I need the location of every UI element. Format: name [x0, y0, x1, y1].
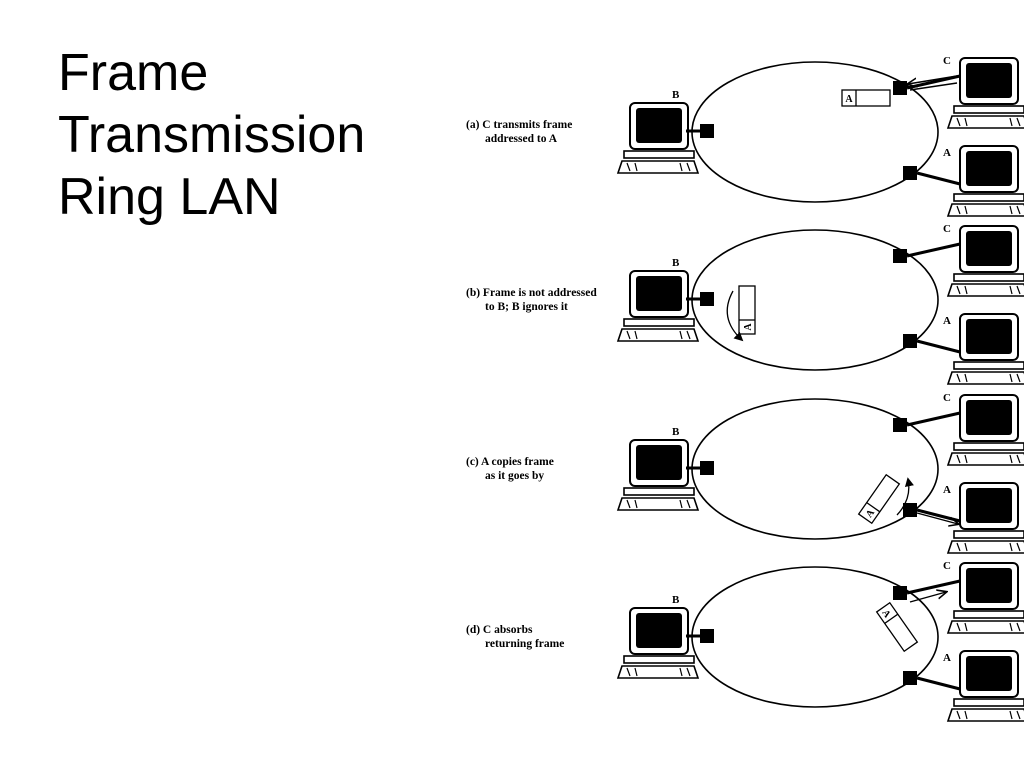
repeater-c: [893, 586, 907, 600]
station-b-computer: [617, 102, 699, 174]
panel-caption-line: (d) C absorbs: [466, 624, 533, 636]
station-c-label: C: [943, 560, 951, 572]
station-a-computer: [947, 482, 1024, 554]
absorb-arrow: [909, 592, 946, 603]
panel-caption-line: to B; B ignores it: [485, 301, 568, 313]
station-a-computer: [947, 650, 1024, 722]
slide-title: Frame Transmission Ring LAN: [58, 42, 438, 228]
frame-address-label: A: [743, 323, 754, 331]
station-c-label: C: [943, 392, 951, 404]
station-a-label: A: [943, 652, 951, 664]
frame-divider: [884, 613, 899, 624]
frame-address-label: A: [845, 94, 853, 105]
station-c-link: [906, 242, 961, 258]
frame-body: [738, 285, 756, 335]
panel-d: (d) C absorbs returning frame B C A A: [466, 560, 1024, 722]
panel-a: (a) C transmits frame addressed to A B C A A: [466, 55, 1024, 217]
repeater-a: [903, 671, 917, 685]
station-b-label: B: [672, 594, 680, 606]
station-a-link: [916, 676, 961, 691]
title-line-1: Frame: [58, 44, 209, 102]
repeater-c: [893, 249, 907, 263]
panel-b: (b) Frame is not addressed to B; B ignore…: [466, 223, 1024, 385]
ring-direction-arrow: [726, 290, 744, 342]
station-c-link: [906, 411, 961, 427]
repeater-b: [700, 124, 714, 138]
transmit-arrow-line: [909, 82, 958, 91]
title-line-3: Ring LAN: [58, 168, 281, 226]
panel-caption-line: (c) A copies frame: [466, 456, 554, 468]
copy-arrow: [916, 512, 958, 524]
panel-caption-line: (a) C transmits frame: [466, 119, 572, 131]
repeater-b: [700, 292, 714, 306]
repeater-b: [700, 461, 714, 475]
station-b-label: B: [672, 89, 680, 101]
station-c-label: C: [943, 55, 951, 67]
frame-body: [857, 473, 901, 525]
repeater-a: [903, 503, 917, 517]
station-b-computer: [617, 607, 699, 679]
transmit-arrow: [908, 75, 958, 84]
station-b-computer: [617, 439, 699, 511]
station-a-label: A: [943, 315, 951, 327]
station-a-label: A: [943, 147, 951, 159]
repeater-c: [893, 81, 907, 95]
frame-packet: A: [738, 285, 756, 335]
station-c-label: C: [943, 223, 951, 235]
frame-body: [875, 601, 919, 653]
repeater-c: [893, 418, 907, 432]
station-a-computer: [947, 145, 1024, 217]
title-line-2: Transmission: [58, 106, 366, 164]
station-a-computer: [947, 313, 1024, 385]
panel-c: (c) A copies frame as it goes by B C A A: [466, 392, 1024, 554]
ring-direction-arrow: [896, 477, 914, 516]
panel-caption-line: as it goes by: [485, 470, 544, 482]
frame-divider: [866, 502, 881, 513]
station-c-computer: [947, 225, 1024, 297]
station-a-label: A: [943, 484, 951, 496]
frame-packet: A: [857, 473, 901, 525]
repeater-a: [903, 334, 917, 348]
station-c-computer: [947, 394, 1024, 466]
panel-caption-line: (b) Frame is not addressed: [466, 287, 597, 299]
station-b-label: B: [672, 257, 680, 269]
station-c-computer: [947, 562, 1024, 634]
frame-body: [841, 89, 891, 107]
frame-packet: A: [875, 601, 919, 653]
station-b-computer: [617, 270, 699, 342]
station-a-link: [916, 339, 961, 354]
panel-caption-line: addressed to A: [485, 133, 558, 145]
panel-caption-line: returning frame: [485, 638, 564, 650]
frame-packet: A: [841, 89, 891, 107]
station-c-computer: [947, 57, 1024, 129]
station-c-link: [906, 579, 961, 595]
repeater-b: [700, 629, 714, 643]
station-b-label: B: [672, 426, 680, 438]
repeater-a: [903, 166, 917, 180]
station-a-link: [916, 171, 961, 186]
